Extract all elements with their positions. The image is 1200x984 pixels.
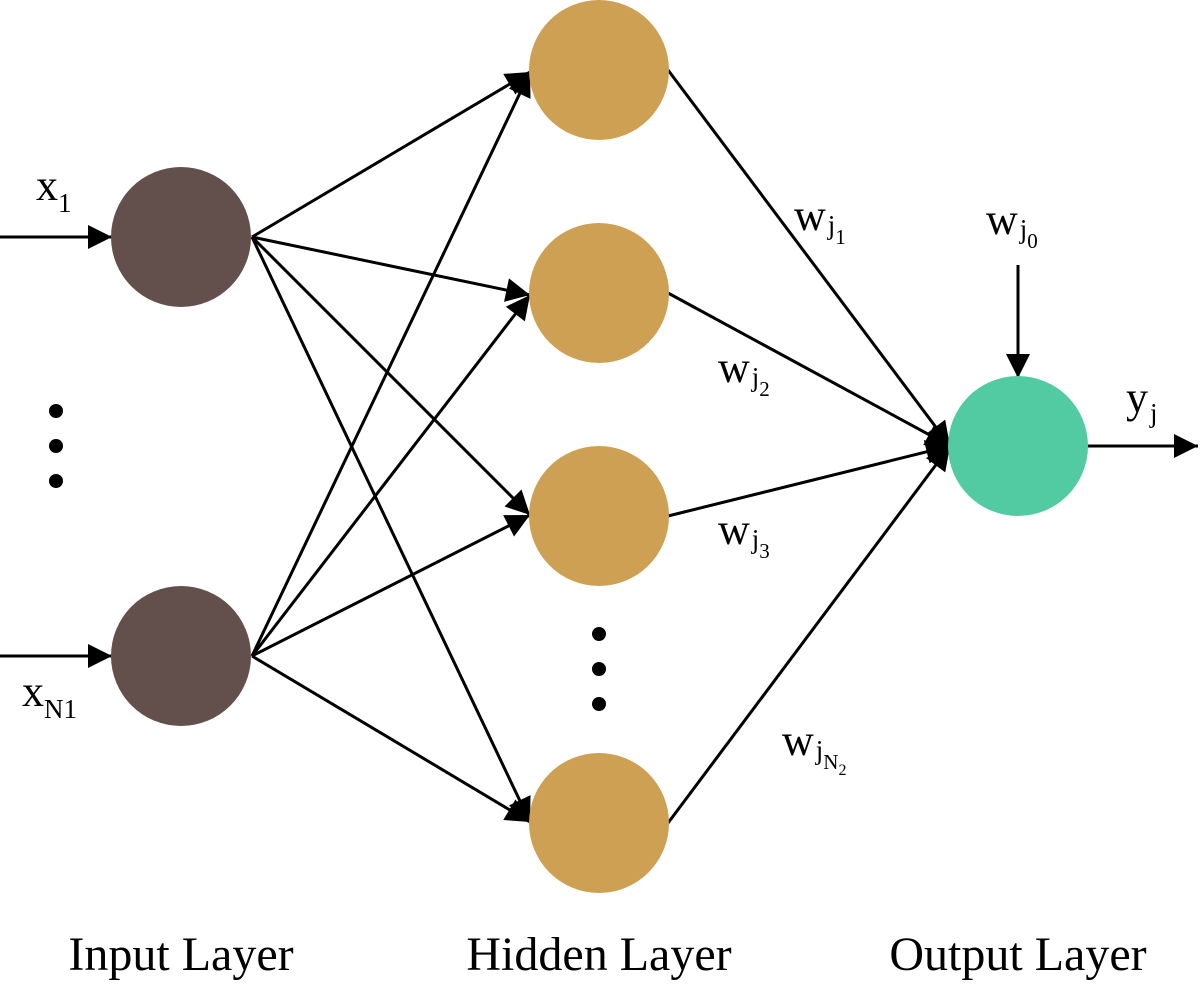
layer-title-hidden: Hidden Layer (466, 928, 731, 981)
edge-xn-h3 (251, 513, 531, 658)
edge-x1-h1 (251, 70, 531, 239)
input-node-n (111, 586, 251, 726)
hidden-to-output-edges (666, 69, 952, 824)
weight-label-n: wjN2 (782, 716, 846, 779)
edge-x1-h2 (251, 235, 531, 302)
input-node-1 (111, 167, 251, 307)
output-node (948, 376, 1088, 516)
vertical-ellipsis-icon (49, 404, 63, 488)
input-label-xn: xN1 (22, 667, 77, 724)
bias-label: wj0 (986, 195, 1038, 253)
edge-x1-h3 (250, 235, 532, 517)
weight-label-2: wj2 (718, 343, 770, 401)
vertical-ellipsis-icon (592, 627, 606, 711)
edge-h3-out (667, 440, 951, 518)
edge-xn-h4 (251, 654, 531, 824)
hidden-node-2 (529, 223, 669, 363)
layer-title-output: Output Layer (889, 928, 1146, 981)
input-to-hidden-edges (250, 70, 532, 824)
weight-label-3: wj3 (718, 505, 770, 563)
hidden-node-n (529, 753, 669, 893)
hidden-node-1 (529, 0, 669, 140)
hidden-node-3 (529, 446, 669, 586)
edge-h1-out (666, 69, 952, 447)
edge-xn-h1 (250, 71, 532, 657)
edge-x1-h4 (250, 236, 532, 823)
output-label: yj (1126, 373, 1158, 428)
layer-title-input: Input Layer (68, 928, 293, 981)
edge-h4-out (666, 445, 952, 824)
edge-h2-out (667, 291, 951, 448)
edge-xn-h2 (250, 294, 532, 657)
input-label-x1: x1 (36, 161, 72, 218)
weight-label-1: wj1 (794, 191, 846, 249)
